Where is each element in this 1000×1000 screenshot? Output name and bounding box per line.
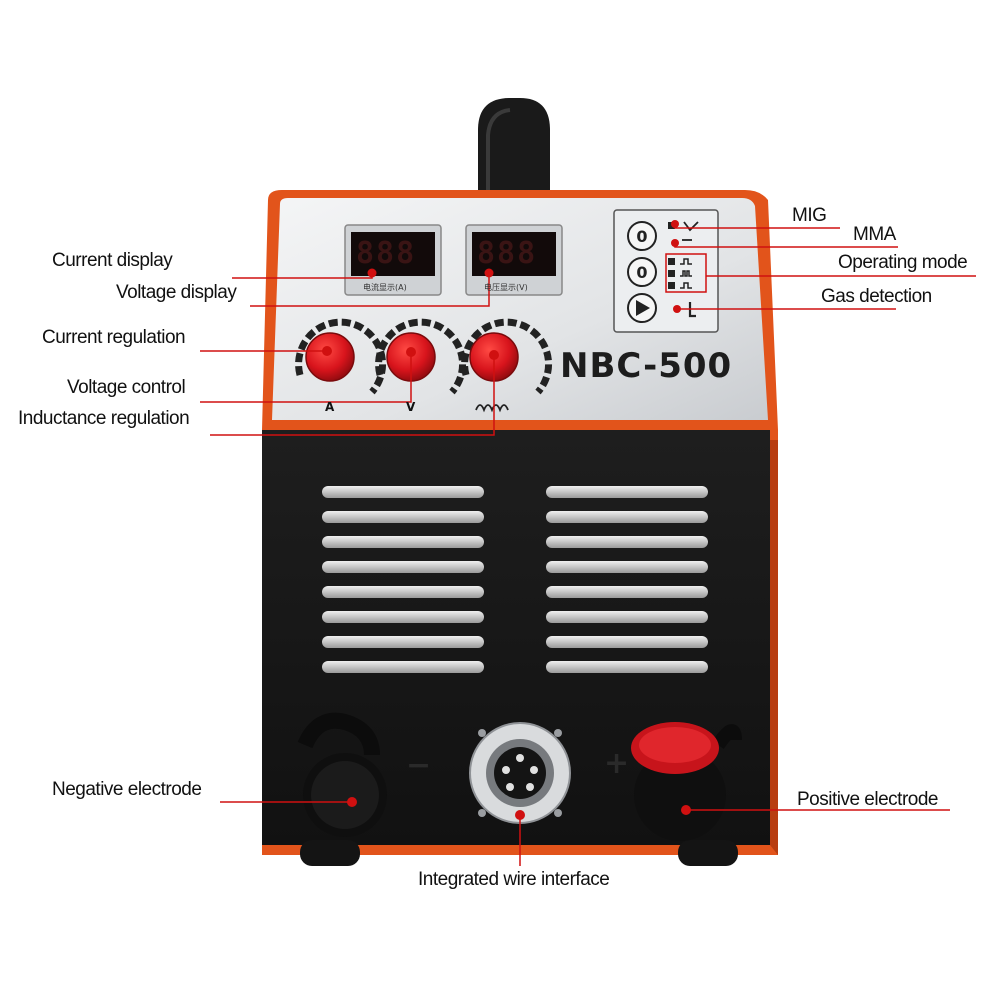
label-inductance-regulation: Inductance regulation xyxy=(18,408,190,429)
current-display-digits: 888 xyxy=(356,236,417,271)
current-display-caption: 电流显示(A) xyxy=(363,283,407,292)
vent-slat xyxy=(546,486,708,498)
voltage-display-caption: 电压显示(V) xyxy=(484,283,528,292)
wire-interface-socket xyxy=(469,722,571,824)
vent-slat xyxy=(546,611,708,623)
model-name: NBC-500 xyxy=(560,346,733,386)
vent-slat xyxy=(322,561,484,573)
voltage-display-digits: 888 xyxy=(477,236,538,271)
vent-slat xyxy=(322,511,484,523)
inductance-coil-icon xyxy=(475,404,509,413)
label-gas-detection: Gas detection xyxy=(821,286,932,307)
vent-slat xyxy=(322,636,484,648)
carry-handle xyxy=(478,98,550,190)
label-voltage-control: Voltage control xyxy=(67,377,186,398)
vent-slat xyxy=(546,636,708,648)
label-integrated-wire-interface: Integrated wire interface xyxy=(418,869,610,890)
current-knob-letter: A xyxy=(325,400,335,414)
vent-slat xyxy=(322,536,484,548)
label-positive-electrode: Positive electrode xyxy=(797,789,938,810)
label-current-display: Current display xyxy=(52,250,173,271)
negative-symbol: − xyxy=(406,748,432,783)
vent-slat xyxy=(546,511,708,523)
feet xyxy=(300,840,738,866)
vent-slat xyxy=(322,661,484,673)
callout-dots xyxy=(322,220,691,820)
svg-text:0: 0 xyxy=(636,263,647,282)
label-mma: MMA xyxy=(853,224,896,245)
vent-slat xyxy=(546,661,708,673)
vent-slat xyxy=(546,586,708,598)
vent-slat xyxy=(322,586,484,598)
vent-slat xyxy=(546,561,708,573)
label-mig: MIG xyxy=(792,205,827,226)
vent-slat xyxy=(322,486,484,498)
voltage-knob-letter: V xyxy=(406,400,416,414)
cooling-vents xyxy=(322,486,708,673)
label-current-regulation: Current regulation xyxy=(42,327,186,348)
label-voltage-display: Voltage display xyxy=(116,282,237,303)
positive-terminal xyxy=(631,722,742,841)
svg-text:0: 0 xyxy=(636,227,647,246)
voltage-display xyxy=(465,224,563,296)
vent-slat xyxy=(546,536,708,548)
negative-terminal xyxy=(297,712,387,837)
callout-lines xyxy=(200,224,976,866)
mode-panel: 0 0 xyxy=(613,209,719,333)
label-operating-mode: Operating mode xyxy=(838,252,968,273)
vent-slat xyxy=(322,611,484,623)
label-negative-electrode: Negative electrode xyxy=(52,779,202,800)
positive-symbol: + xyxy=(604,746,630,781)
